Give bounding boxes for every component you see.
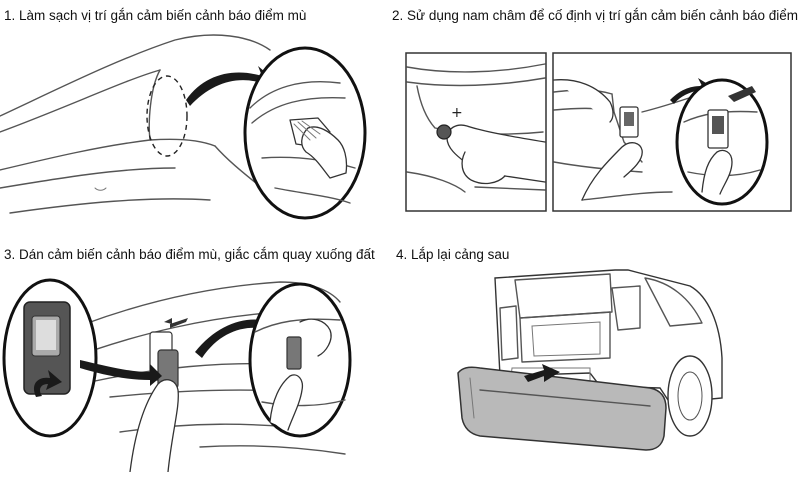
- magnifier-circle-right: [248, 282, 352, 438]
- tool-icon: [728, 86, 756, 102]
- install-arrow-icon: [524, 364, 560, 382]
- step-2-text: Sử dụng nam châm để cố định vị trí gắn c…: [407, 8, 800, 23]
- step-2a-illustration: +: [405, 52, 547, 212]
- small-arrow-icon: [170, 318, 188, 328]
- magnifier-circle-icon: [675, 78, 769, 206]
- step-1-illustration: [0, 34, 367, 220]
- step-4-title: 4. Lắp lại cảng sau: [396, 247, 509, 262]
- curved-arrow-icon: [33, 370, 62, 397]
- step-3-title: 3. Dán cảm biến cảnh báo điểm mù, giắc c…: [4, 247, 375, 262]
- step-4-text: Lắp lại cảng sau: [411, 247, 510, 262]
- magnifier-circle-left: [2, 278, 98, 438]
- step-2b-illustration: [552, 52, 792, 212]
- magnifier-circle-icon: [243, 46, 367, 220]
- center-mark-icon: +: [451, 105, 463, 121]
- step-3-number: 3.: [4, 247, 16, 262]
- step-3-text: Dán cảm biến cảnh báo điểm mù, giắc cắm …: [19, 247, 375, 262]
- wheel-icon: [667, 355, 713, 437]
- sensor-mount-with-hand: [129, 331, 179, 472]
- hand-holding-sensor-icon: [553, 79, 643, 201]
- bumper-corner-outline: [0, 34, 271, 214]
- step-4-number: 4.: [396, 247, 408, 262]
- step-1-text: Làm sạch vị trí gắn cảm biến cảnh báo đi…: [19, 8, 307, 23]
- sensor-icon: [286, 336, 302, 370]
- step-2-title: 2. Sử dụng nam châm để cố định vị trí gắ…: [392, 8, 800, 23]
- step-1-number: 1.: [4, 8, 16, 23]
- step-2-number: 2.: [392, 8, 404, 23]
- rear-bumper: [457, 366, 667, 451]
- step-4-illustration: [457, 269, 723, 451]
- target-area-dashed-outline: [146, 75, 188, 157]
- pointer-arrow-icon: [80, 360, 162, 386]
- step-1-title: 1. Làm sạch vị trí gắn cảm biến cảnh báo…: [4, 8, 306, 23]
- hand-with-magnet-icon: [436, 124, 546, 185]
- step-3-illustration: [2, 278, 352, 472]
- curved-arrow-icon: [186, 66, 278, 106]
- magnet-icon: [436, 124, 452, 140]
